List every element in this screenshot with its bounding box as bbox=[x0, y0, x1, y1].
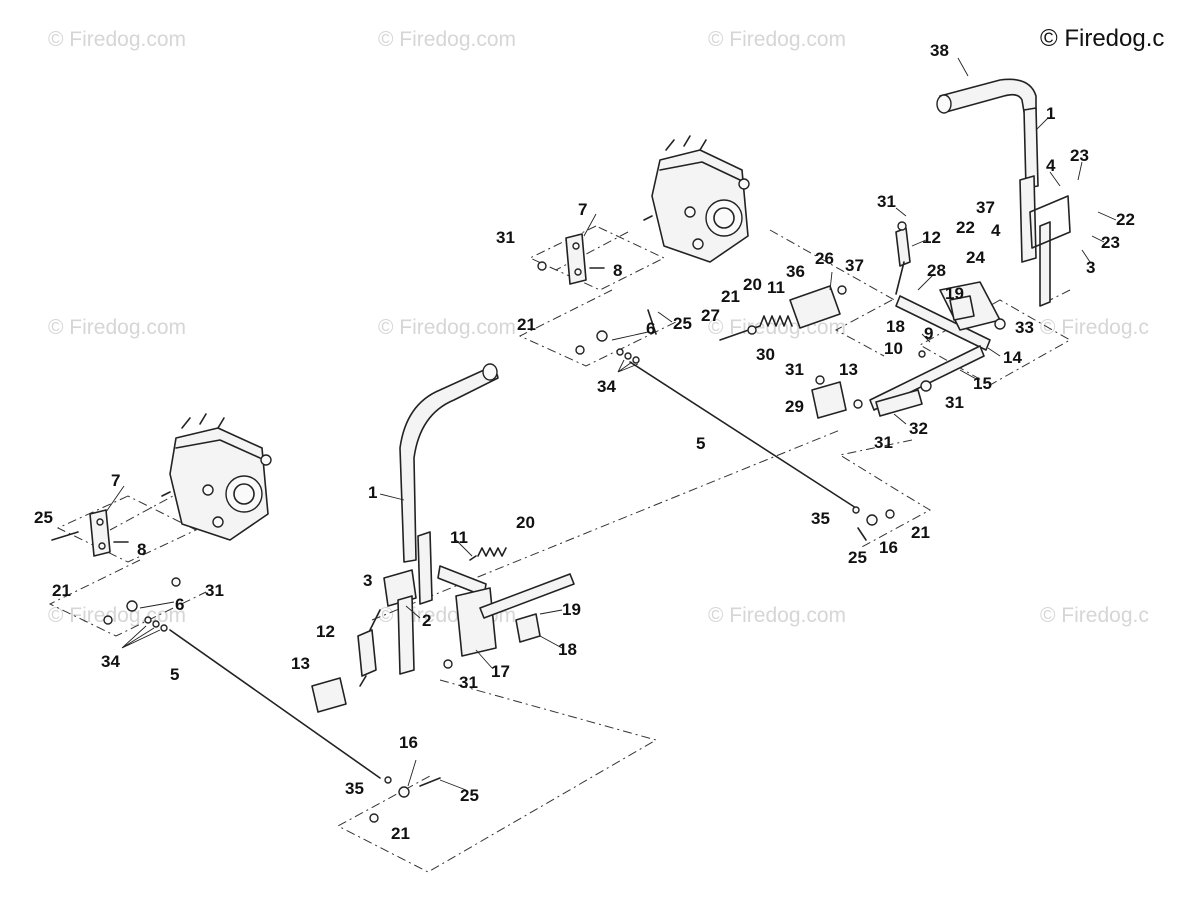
callout-25: 25 bbox=[34, 508, 53, 527]
watermark: © Firedog.com bbox=[48, 604, 186, 627]
callout-6: 6 bbox=[646, 319, 655, 338]
pivot-shaft-upper bbox=[869, 281, 1006, 411]
copyright-notice: © Firedog.c bbox=[1040, 25, 1164, 52]
pump-bracket-lower bbox=[51, 509, 181, 587]
callout-1: 1 bbox=[1046, 104, 1055, 123]
callout-31: 31 bbox=[785, 360, 804, 379]
watermark: © Firedog.com bbox=[708, 28, 846, 51]
callout-21: 21 bbox=[721, 287, 740, 306]
callout-19: 19 bbox=[562, 600, 581, 619]
callout-22: 22 bbox=[1116, 210, 1135, 229]
callout-31: 31 bbox=[945, 393, 964, 412]
watermarks: © Firedog.com © Firedog.com © Firedog.co… bbox=[48, 28, 1149, 627]
callout-14: 14 bbox=[1003, 348, 1022, 367]
callout-21: 21 bbox=[911, 523, 930, 542]
callout-20: 20 bbox=[743, 275, 762, 294]
callout-9: 9 bbox=[924, 324, 933, 343]
callout-38: 38 bbox=[930, 41, 949, 60]
callout-35: 35 bbox=[811, 509, 830, 528]
callout-21: 21 bbox=[391, 824, 410, 843]
callout-13: 13 bbox=[291, 654, 310, 673]
watermark: © Firedog.com bbox=[378, 316, 516, 339]
callout-5: 5 bbox=[696, 434, 705, 453]
callout-8: 8 bbox=[137, 540, 146, 559]
callout-17: 17 bbox=[491, 662, 510, 681]
callout-25: 25 bbox=[848, 548, 867, 567]
callout-8: 8 bbox=[613, 261, 622, 280]
callout-1: 1 bbox=[368, 483, 377, 502]
control-lever-lower bbox=[383, 363, 499, 675]
callout-12: 12 bbox=[922, 228, 941, 247]
callout-29: 29 bbox=[785, 397, 804, 416]
callout-31: 31 bbox=[459, 673, 478, 692]
callout-23: 23 bbox=[1070, 146, 1089, 165]
pump-bracket-upper bbox=[537, 233, 605, 285]
callout-36: 36 bbox=[786, 262, 805, 281]
callout-15: 15 bbox=[973, 374, 992, 393]
watermark: © Firedog.com bbox=[48, 316, 186, 339]
callout-11: 11 bbox=[767, 278, 785, 297]
callout-4: 4 bbox=[1046, 156, 1056, 175]
callout-19: 19 bbox=[945, 284, 964, 303]
callout-23: 23 bbox=[1101, 233, 1120, 252]
callout-5: 5 bbox=[170, 665, 179, 684]
callout-13: 13 bbox=[839, 360, 858, 379]
callout-31: 31 bbox=[877, 192, 896, 211]
hydro-pump-upper bbox=[643, 135, 750, 263]
callout-31: 31 bbox=[205, 581, 224, 600]
callout-26: 26 bbox=[815, 249, 834, 268]
callout-25: 25 bbox=[460, 786, 479, 805]
callout-12: 12 bbox=[316, 622, 335, 641]
callout-7: 7 bbox=[111, 471, 120, 490]
callout-3: 3 bbox=[363, 571, 372, 590]
rod-upper bbox=[575, 309, 895, 541]
callout-10: 10 bbox=[884, 339, 903, 358]
callout-11: 11 bbox=[450, 528, 468, 547]
callout-18: 18 bbox=[886, 317, 905, 336]
spring-upper bbox=[719, 285, 847, 341]
pivot-shaft-lower bbox=[437, 547, 575, 669]
callout-30: 30 bbox=[756, 345, 775, 364]
callout-34: 34 bbox=[597, 377, 616, 396]
callout-25: 25 bbox=[673, 314, 692, 333]
callout-22: 22 bbox=[956, 218, 975, 237]
callout-37: 37 bbox=[976, 198, 995, 217]
callout-32: 32 bbox=[909, 419, 928, 438]
watermark: © Firedog.com bbox=[48, 28, 186, 51]
callout-21: 21 bbox=[517, 315, 536, 334]
callout-16: 16 bbox=[879, 538, 898, 557]
callout-labels: 38 1 23 4 37 22 4 22 23 3 24 31 12 28 19… bbox=[34, 41, 1135, 843]
callout-37: 37 bbox=[845, 256, 864, 275]
callout-27: 27 bbox=[701, 306, 720, 325]
leader-lines bbox=[105, 57, 1117, 791]
bracket-upper bbox=[811, 375, 923, 419]
callout-7: 7 bbox=[578, 200, 587, 219]
callout-21: 21 bbox=[52, 581, 71, 600]
callout-33: 33 bbox=[1015, 318, 1034, 337]
callout-2: 2 bbox=[422, 611, 431, 630]
callout-4: 4 bbox=[991, 221, 1001, 240]
callout-28: 28 bbox=[927, 261, 946, 280]
control-lever-upper bbox=[936, 78, 1071, 307]
watermark: © Firedog.com bbox=[708, 604, 846, 627]
watermark: © Firedog.c bbox=[1040, 604, 1149, 627]
callout-18: 18 bbox=[558, 640, 577, 659]
callout-16: 16 bbox=[399, 733, 418, 752]
assembly-outlines bbox=[48, 225, 1072, 873]
callout-31: 31 bbox=[874, 433, 893, 452]
callout-3: 3 bbox=[1086, 258, 1095, 277]
damper-lower bbox=[311, 609, 381, 713]
callout-6: 6 bbox=[175, 595, 184, 614]
watermark: © Firedog.c bbox=[1040, 316, 1149, 339]
callout-35: 35 bbox=[345, 779, 364, 798]
callout-34: 34 bbox=[101, 652, 120, 671]
callout-20: 20 bbox=[516, 513, 535, 532]
watermark: © Firedog.com bbox=[378, 28, 516, 51]
callout-31: 31 bbox=[496, 228, 515, 247]
rod-lower bbox=[103, 600, 441, 823]
hydro-pump-lower bbox=[161, 413, 272, 541]
callout-24: 24 bbox=[966, 248, 985, 267]
damper-upper bbox=[895, 221, 911, 295]
